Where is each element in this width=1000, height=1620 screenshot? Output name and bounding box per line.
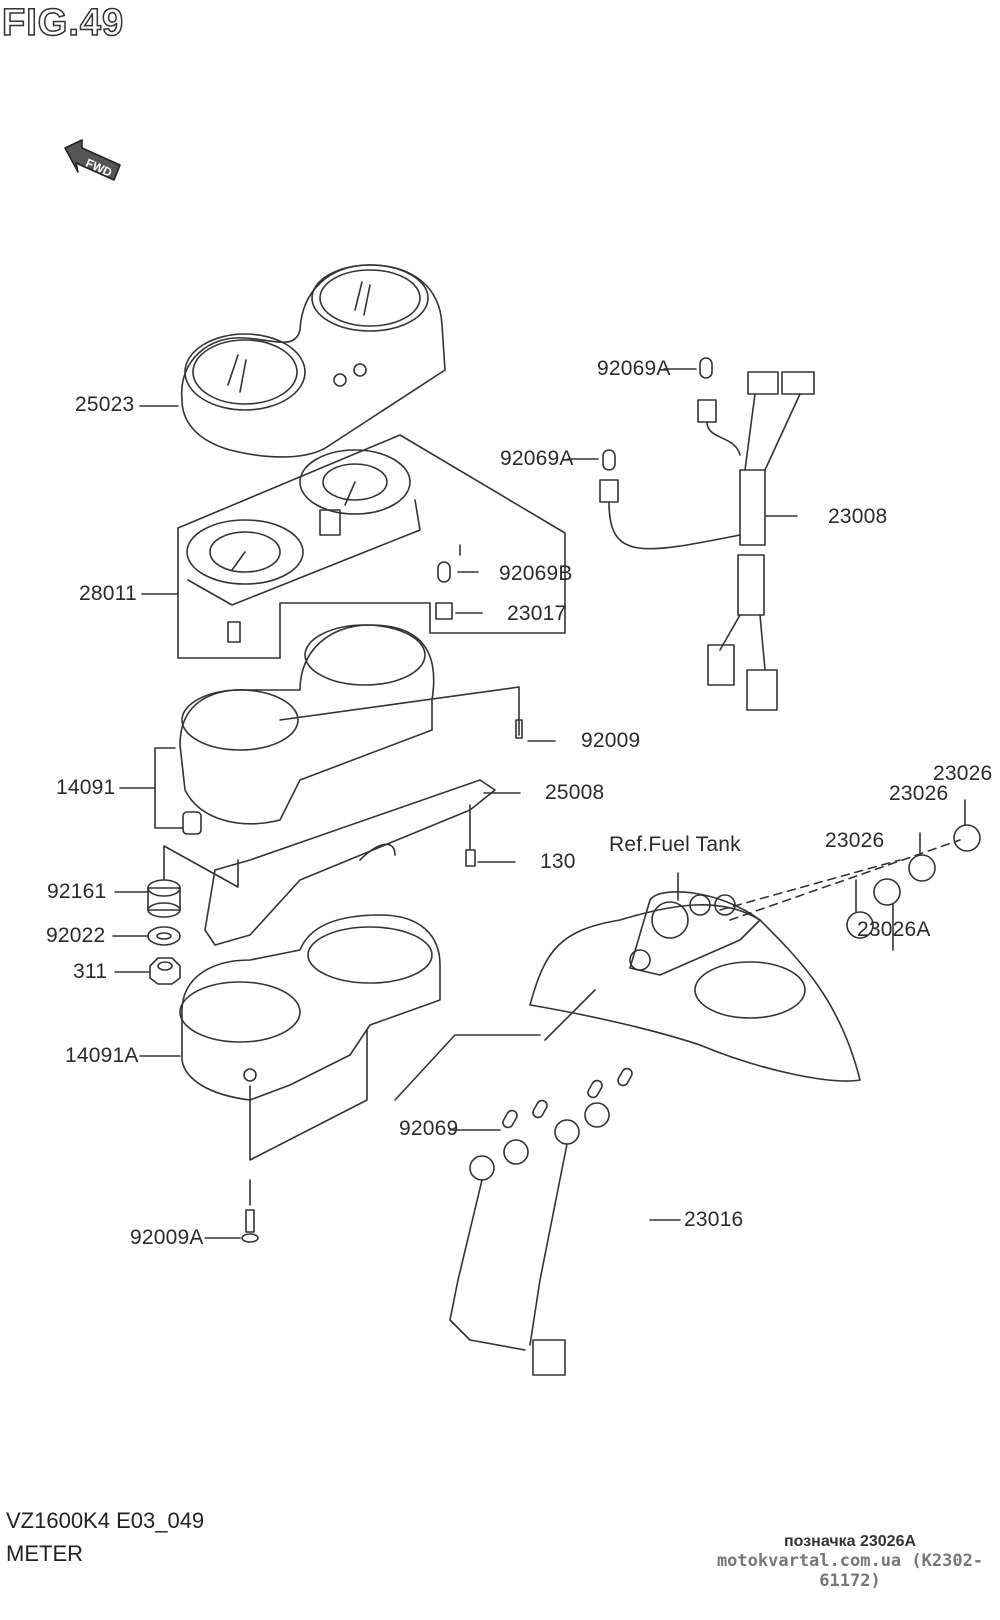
bracket-25008 — [204, 779, 521, 946]
part-label-92069B[interactable]: 92069B — [499, 562, 573, 585]
part-label-92069A[interactable]: 92069A — [597, 357, 671, 380]
harness-23016 — [449, 1067, 681, 1376]
watermark-note: позначка 23026A — [783, 1533, 917, 1550]
part-label-92161[interactable]: 92161 — [47, 880, 107, 903]
group-box-28011 — [177, 434, 566, 659]
group-box-23016 — [394, 1034, 541, 1101]
meter-case-14091 — [179, 624, 435, 835]
model-code: VZ1600K4 E03_049 — [6, 1508, 205, 1533]
lower-case-14091A — [179, 914, 441, 1101]
part-label-23026A[interactable]: 23026A — [857, 918, 931, 941]
part-label-92069A[interactable]: 92069A — [500, 447, 574, 470]
part-label-23017[interactable]: 23017 — [507, 602, 567, 625]
part-label-14091[interactable]: 14091 — [56, 776, 116, 799]
screw-92009A — [204, 1179, 259, 1243]
part-label-92009[interactable]: 92009 — [581, 729, 641, 752]
part-label-23026[interactable]: 23026 — [933, 762, 993, 785]
part-label-23016[interactable]: 23016 — [684, 1208, 744, 1231]
cap-23026 — [719, 799, 981, 951]
bracket-14091 — [154, 747, 184, 829]
part-label-23026[interactable]: 23026 — [825, 829, 885, 852]
part-label-23008[interactable]: 23008 — [828, 505, 888, 528]
fwd-label: FWD — [84, 156, 115, 180]
harness-23008 — [567, 357, 815, 711]
group-line-92009A — [249, 1029, 368, 1161]
part-label-25023[interactable]: 25023 — [75, 393, 135, 416]
watermark-site: motokvartal.com.ua (K2302-61172) — [716, 1551, 984, 1591]
ref-fuel-tank-label: Ref.Fuel Tank — [609, 833, 741, 856]
part-label-25008[interactable]: 25008 — [545, 781, 605, 804]
section-name: METER — [6, 1541, 83, 1566]
part-label-23026[interactable]: 23026 — [889, 782, 949, 805]
meter-board-28011 — [186, 449, 421, 643]
part-label-92022[interactable]: 92022 — [46, 924, 106, 947]
meter-cover-25023 — [180, 264, 446, 458]
washer-92022 — [112, 926, 181, 946]
part-label-14091A[interactable]: 14091A — [65, 1044, 139, 1067]
part-label-28011[interactable]: 28011 — [79, 582, 137, 605]
part-label-92069[interactable]: 92069 — [399, 1117, 459, 1140]
screw-92009 — [515, 719, 556, 742]
bulb-92069B — [437, 544, 479, 583]
figure-title: FIG.49 — [1, 1, 125, 45]
part-label-92009A[interactable]: 92009A — [130, 1226, 204, 1249]
group-line-92161 — [163, 845, 239, 888]
part-label-311[interactable]: 311 — [73, 960, 108, 983]
fwd-arrow-icon: FWD — [64, 139, 121, 181]
nut-311 — [114, 957, 181, 985]
part-label-130[interactable]: 130 — [540, 850, 576, 873]
fuel-tank-reference — [529, 872, 861, 1082]
group-line-92009 — [279, 686, 520, 736]
socket-23017 — [435, 602, 483, 620]
grommet-92161 — [114, 879, 181, 918]
